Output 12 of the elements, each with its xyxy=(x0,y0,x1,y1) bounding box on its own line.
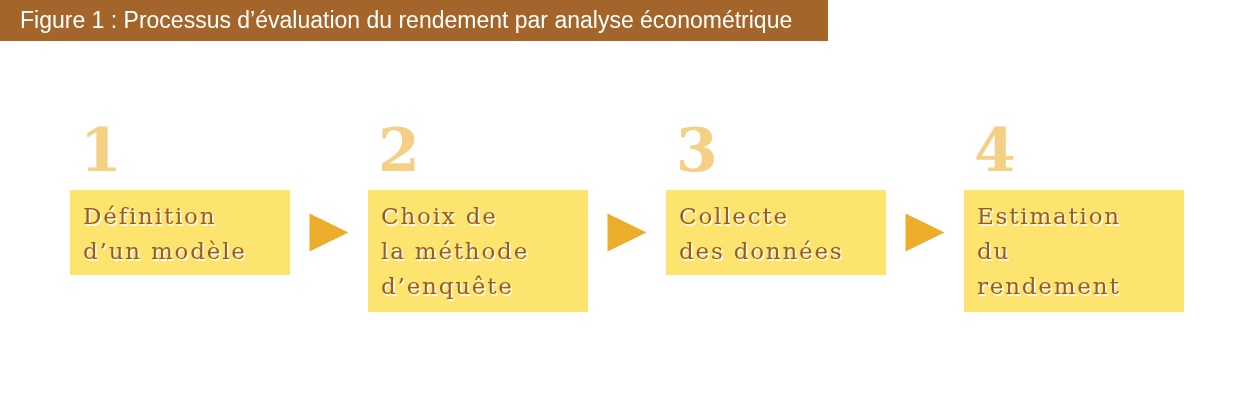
step-number: 1 xyxy=(80,116,122,184)
step-label: Collecte des données xyxy=(679,202,844,266)
step-label: Définition d’un modèle xyxy=(83,202,247,266)
step-number: 3 xyxy=(676,116,718,184)
figure-title: Figure 1 : Processus d’évaluation du rendement par analyse économétrique xyxy=(20,9,793,32)
step-label: Estimation du rendement xyxy=(977,202,1121,301)
step-label: Choix de la méthode d’enquête xyxy=(381,202,530,301)
arrow xyxy=(309,213,349,252)
arrow xyxy=(607,213,647,252)
step-number: 2 xyxy=(378,116,420,184)
step-number: 4 xyxy=(974,116,1016,184)
arrow xyxy=(905,213,945,252)
